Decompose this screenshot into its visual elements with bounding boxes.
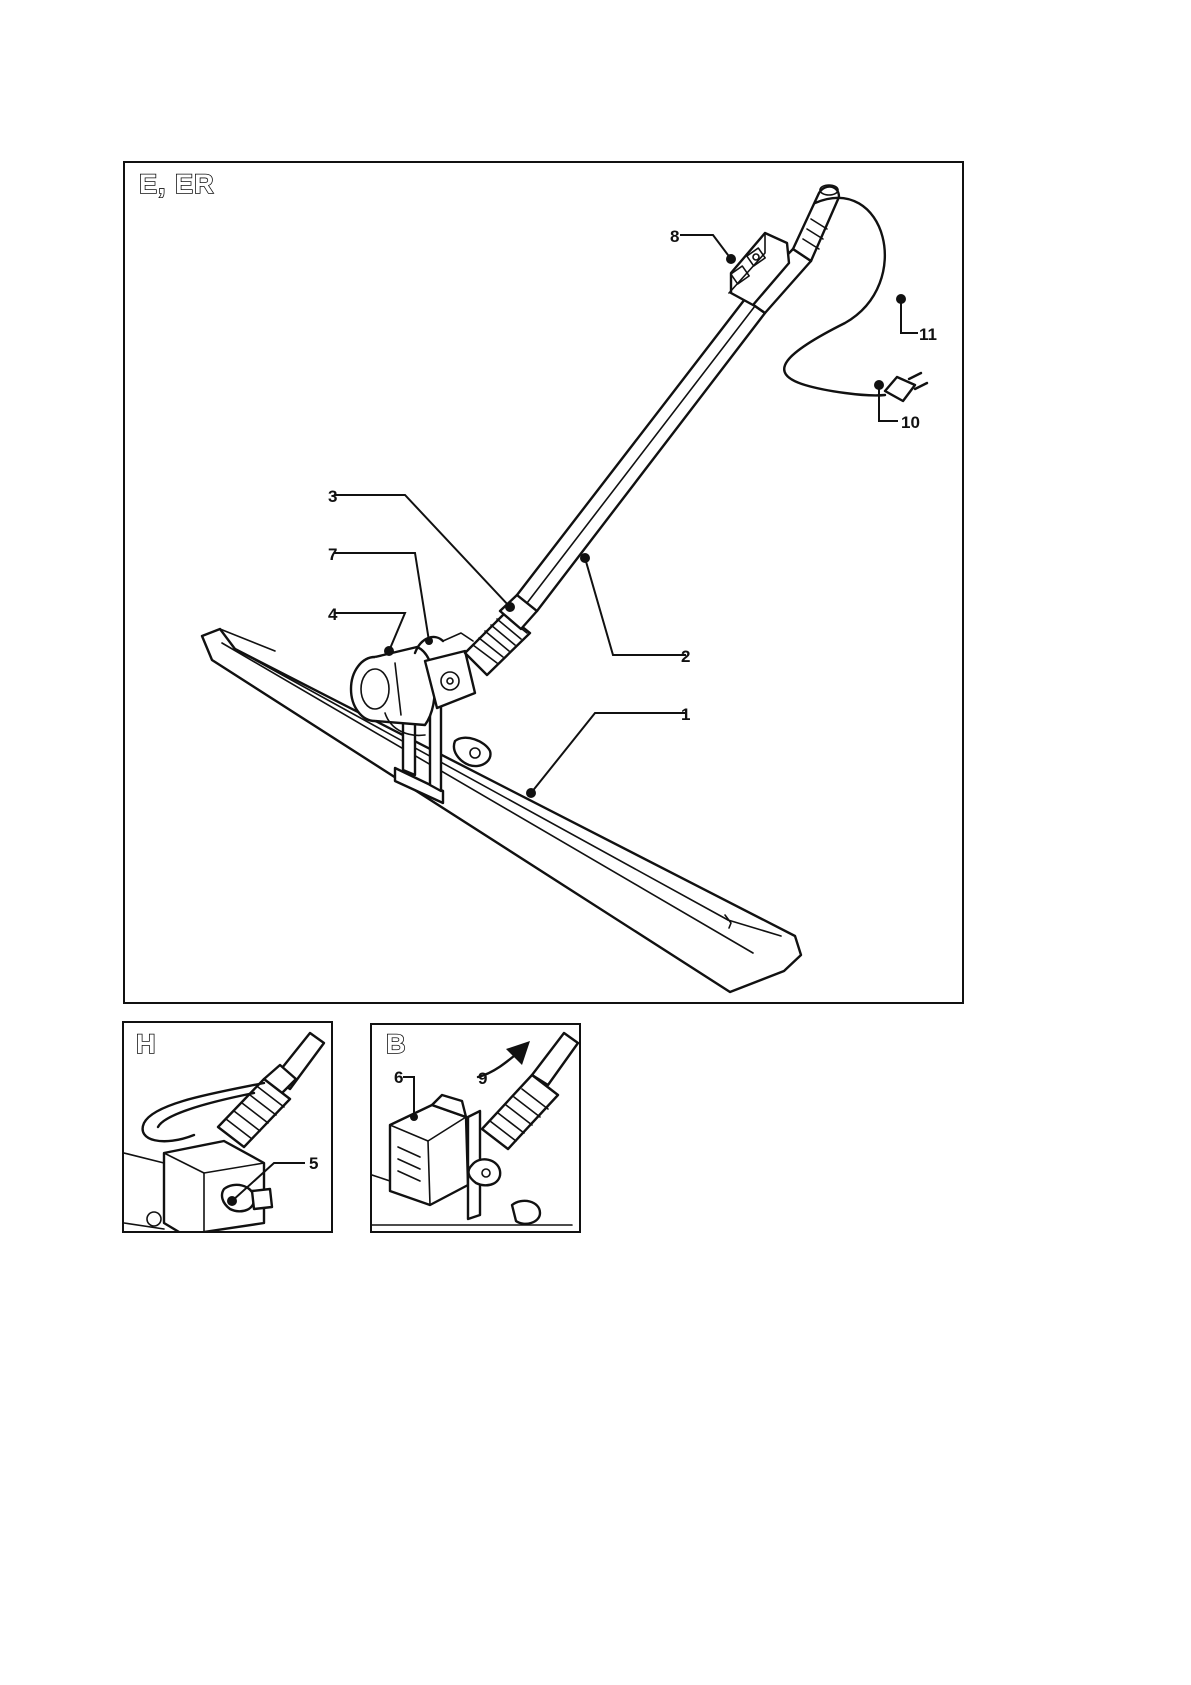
panel-b: B 6 9 [370,1023,581,1233]
panel-h: H 5 [122,1021,333,1233]
callout-11: 11 [919,326,937,343]
callout-10: 10 [901,414,920,431]
handle-grip [793,185,839,261]
callout-6: 6 [394,1069,403,1086]
plug [885,373,927,401]
callout-7: 7 [328,546,337,563]
callout-8: 8 [670,228,679,245]
screed-blade [202,629,801,992]
callout-4: 4 [328,606,337,623]
power-cable [784,198,885,396]
callout-9: 9 [478,1070,487,1087]
hydraulic-unit-illustration [124,1023,333,1233]
callout-1: 1 [681,706,690,723]
panel-e-er: E, ER [123,161,964,1004]
handle-tube [517,249,811,611]
petrol-engine-illustration [372,1025,581,1233]
callout-3: 3 [328,488,337,505]
callout-2: 2 [681,648,690,665]
screed-machine-illustration [125,163,964,1004]
callout-5: 5 [309,1155,318,1172]
